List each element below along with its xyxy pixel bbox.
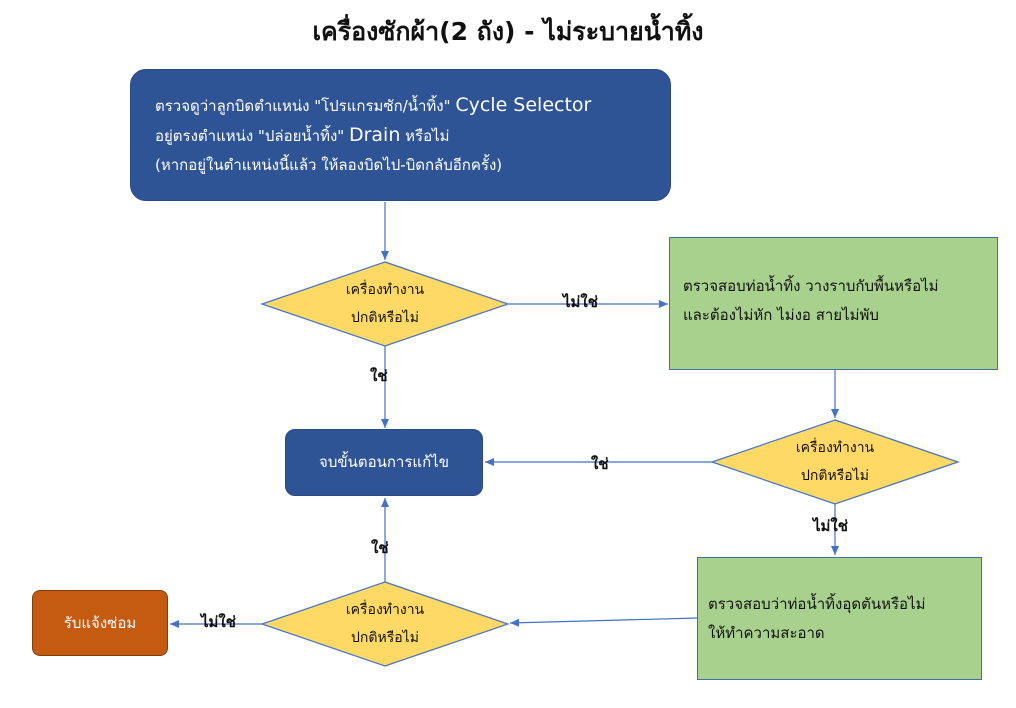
repair-label: รับแจ้งซ่อม xyxy=(63,613,137,632)
decision-1-line-1: เครื่องทำงาน xyxy=(345,282,425,298)
decision-3-line-2: ปกติหรือไม่ xyxy=(351,630,419,646)
connector-clog-to-decision3 xyxy=(509,617,699,627)
check-clog-line-2: ให้ทำความสะอาด xyxy=(708,623,825,642)
edge-label-decision1-no: ไม่ใช่ xyxy=(563,293,598,311)
start-step-line2-english: Drain xyxy=(348,123,401,146)
edge-label-decision3-yes: ใช่ xyxy=(371,539,389,557)
start-step-line1-thai: ตรวจดูว่าลูกบิดตำแหน่ง "โปรแกรมซัก/น้ำทิ… xyxy=(155,96,451,115)
decision-2-line-1: เครื่องทำงาน xyxy=(795,440,875,456)
start-step-box: ตรวจดูว่าลูกบิดตำแหน่ง "โปรแกรมซัก/น้ำทิ… xyxy=(130,69,671,201)
check-pipe-line-1: ตรวจสอบท่อน้ำทิ้ง วางราบกับพื้นหรือไม่ xyxy=(683,277,939,295)
start-step-line2-thai: อยู่ตรงตำแหน่ง "ปล่อยน้ำทิ้ง" xyxy=(155,126,345,145)
decision-1-line-2: ปกติหรือไม่ xyxy=(351,310,419,326)
edge-label-decision2-no: ไม่ใช่ xyxy=(813,517,848,535)
check-pipe-line-2: และต้องไม่หัก ไม่งอ สายไม่พับ xyxy=(683,306,879,324)
decision-3-shape xyxy=(260,581,510,667)
end-step-label: จบขั้นตอนการแก้ไข xyxy=(319,453,449,471)
start-step-line-1: ตรวจดูว่าลูกบิดตำแหน่ง "โปรแกรมซัก/น้ำทิ… xyxy=(155,91,670,121)
edge-label-decision2-yes: ใช่ xyxy=(591,455,609,473)
decision-2-line-2: ปกติหรือไม่ xyxy=(801,468,869,484)
start-step-line-2: อยู่ตรงตำแหน่ง "ปล่อยน้ำทิ้ง" Drain หรือ… xyxy=(155,121,670,151)
check-clog-box: ตรวจสอบว่าท่อน้ำทิ้งอุดตันหรือไม่ ให้ทำค… xyxy=(697,557,982,680)
edge-label-decision3-no: ไม่ใช่ xyxy=(201,613,236,631)
decision-1-text: เครื่องทำงาน ปกติหรือไม่ xyxy=(305,276,465,332)
check-clog-line-1: ตรวจสอบว่าท่อน้ำทิ้งอุดตันหรือไม่ xyxy=(708,594,926,613)
repair-box: รับแจ้งซ่อม xyxy=(32,590,168,656)
start-step-line-3: (หากอยู่ในตำแหน่งนี้แล้ว ให้ลองบิดไป-บิด… xyxy=(155,155,503,174)
decision-3-line-1: เครื่องทำงาน xyxy=(345,602,425,618)
decision-2-text: เครื่องทำงาน ปกติหรือไม่ xyxy=(755,434,915,490)
check-pipe-box: ตรวจสอบท่อน้ำทิ้ง วางราบกับพื้นหรือไม่ แ… xyxy=(669,237,998,370)
diagram-title: เครื่องซักผ้า(2 ถัง) - ไม่ระบายน้ำทิ้ง xyxy=(312,17,704,46)
start-step-line1-english: Cycle Selector xyxy=(455,93,592,116)
start-step-line2-suffix: หรือไม่ xyxy=(405,126,450,145)
decision-3-text: เครื่องทำงาน ปกติหรือไม่ xyxy=(305,596,465,652)
edge-label-decision1-yes: ใช่ xyxy=(370,367,388,385)
end-step-box: จบขั้นตอนการแก้ไข xyxy=(285,429,483,496)
